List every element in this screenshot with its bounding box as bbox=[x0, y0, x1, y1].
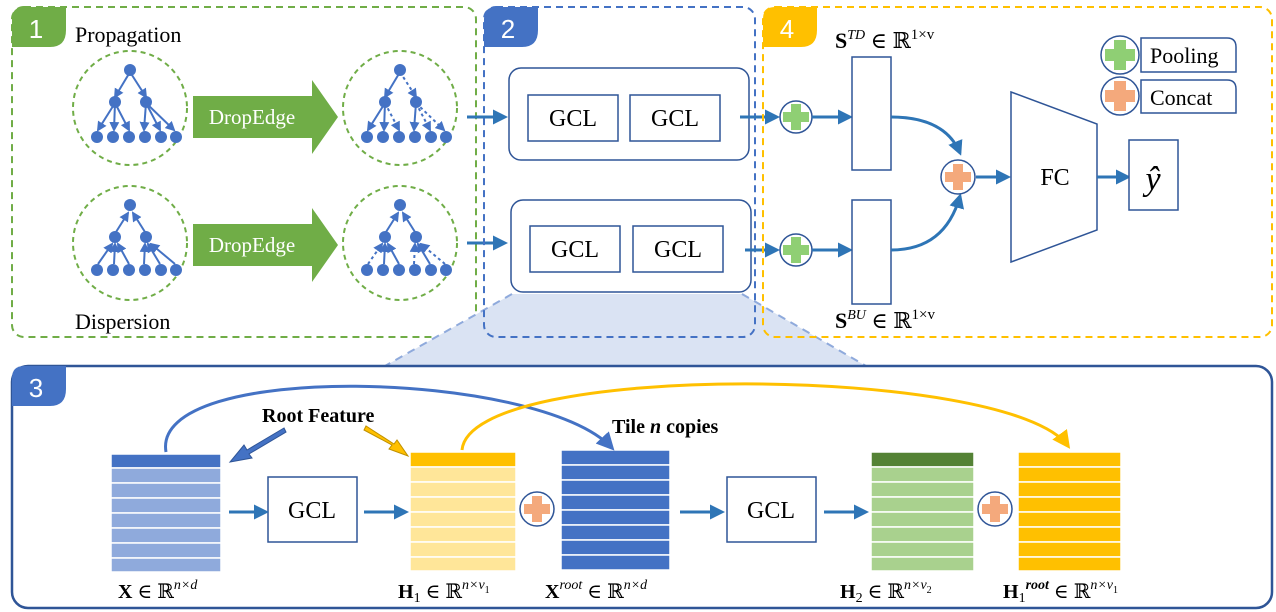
gcl-label-top-2: GCL bbox=[651, 106, 699, 132]
dispersion-tree bbox=[97, 211, 176, 265]
legend-concat: Concat bbox=[1100, 76, 1237, 116]
dispersion-tree-nodes bbox=[91, 199, 182, 276]
dropedge-label-bottom: DropEdge bbox=[209, 233, 295, 257]
dropedge-arrow-bottom bbox=[193, 208, 338, 282]
panel-1-badge-number: 1 bbox=[29, 14, 43, 44]
root-feature-pointer-h1 bbox=[363, 425, 410, 458]
panel-4-badge bbox=[763, 7, 817, 47]
fc-layer bbox=[1010, 90, 1098, 264]
dispersion-dropedge-tree bbox=[367, 211, 446, 265]
label-h1-root: H1root ∈ ℝn×v1 bbox=[1003, 578, 1118, 606]
output-label: ŷ bbox=[1142, 161, 1161, 198]
dispersion-tree-circle bbox=[72, 185, 188, 301]
panel-2-badge-number: 2 bbox=[501, 14, 515, 44]
fc-label: FC bbox=[1040, 165, 1069, 191]
gcl-box-bottom-1 bbox=[529, 225, 621, 273]
gcl-label-panel3-1: GCL bbox=[288, 498, 336, 524]
gcl-label-panel3-2: GCL bbox=[747, 498, 795, 524]
s-td-label: STD ∈ ℝ1×v bbox=[835, 27, 935, 53]
panel-3-badge-number: 3 bbox=[29, 373, 43, 403]
tile-copies-label: Tile n copies bbox=[612, 416, 719, 438]
gcl-box-panel3-2 bbox=[726, 476, 817, 543]
gcl-label-top-1: GCL bbox=[549, 106, 597, 132]
arrow-tile-h1-root bbox=[460, 382, 1071, 451]
pooling-icon-top bbox=[779, 100, 813, 134]
label-h1: H1 ∈ ℝn×v1 bbox=[398, 578, 490, 606]
label-x: X ∈ ℝn×d bbox=[118, 578, 198, 603]
concat-icon-panel4 bbox=[940, 159, 976, 195]
matrix-h2 bbox=[870, 451, 975, 572]
legend-pooling: Pooling bbox=[1100, 35, 1237, 75]
legend-pooling-label: Pooling bbox=[1150, 43, 1218, 68]
panel-2-encoders: 2 GCL GCL GCL GCL bbox=[384, 6, 867, 367]
zoom-wedge bbox=[385, 294, 866, 366]
output-box bbox=[1128, 139, 1179, 211]
panel-3-badge bbox=[12, 366, 66, 406]
matrix-h1 bbox=[409, 451, 517, 572]
matrix-h1-root bbox=[1017, 451, 1122, 572]
gcl-label-bottom-2: GCL bbox=[654, 237, 702, 263]
matrix-x-root bbox=[560, 449, 671, 571]
dropedge-arrow-top bbox=[193, 80, 338, 154]
gcl-box-panel3-1 bbox=[267, 476, 358, 543]
propagation-dropedge-tree-circle bbox=[342, 50, 458, 166]
dropedge-label-top: DropEdge bbox=[209, 105, 295, 129]
s-td-vector bbox=[851, 56, 892, 171]
root-feature-pointer-x bbox=[228, 427, 287, 463]
panel-3-root-enhancement: 3 bbox=[10, 364, 1274, 610]
root-feature-label: Root Feature bbox=[262, 405, 374, 427]
panel-1-augmentation: 1 Propagation Dispersion bbox=[11, 6, 477, 338]
legend-concat-label: Concat bbox=[1150, 85, 1212, 110]
s-bu-label: SBU ∈ ℝ1×v bbox=[835, 307, 935, 333]
propagation-tree-nodes bbox=[91, 64, 182, 143]
label-h2: H2 ∈ ℝn×v2 bbox=[840, 578, 932, 606]
s-bu-vector bbox=[851, 199, 892, 305]
dispersion-dropedge-tree-nodes bbox=[361, 199, 452, 276]
arrow-std-to-concat bbox=[890, 115, 963, 156]
gcl-box-top-2 bbox=[629, 94, 721, 142]
matrix-x bbox=[110, 453, 222, 573]
gcl-label-bottom-1: GCL bbox=[551, 237, 599, 263]
panel-4-badge-number: 4 bbox=[780, 14, 794, 44]
panel-2-badge bbox=[484, 7, 538, 47]
concat-icon-panel3-2 bbox=[977, 491, 1013, 527]
arrow-tile-root-feature bbox=[164, 384, 615, 453]
label-x-root: Xroot ∈ ℝn×d bbox=[545, 578, 648, 603]
panel-1-badge bbox=[12, 7, 66, 47]
pooling-icon-bottom bbox=[779, 233, 813, 267]
arrow-sbu-to-concat bbox=[890, 193, 965, 252]
concat-icon-panel3-1 bbox=[519, 491, 555, 527]
propagation-dropedge-tree-nodes bbox=[361, 64, 452, 143]
dispersion-dropedge-tree-circle bbox=[342, 185, 458, 301]
dispersion-label: Dispersion bbox=[75, 309, 170, 334]
propagation-tree-circle bbox=[72, 50, 188, 166]
propagation-label: Propagation bbox=[75, 22, 181, 47]
gcl-box-bottom-2 bbox=[632, 225, 724, 273]
panel-4-classifier: 4 STD ∈ ℝ1×v SBU ∈ ℝ1×v FC ŷ bbox=[762, 6, 1273, 338]
gcl-box-top-1 bbox=[527, 94, 619, 142]
